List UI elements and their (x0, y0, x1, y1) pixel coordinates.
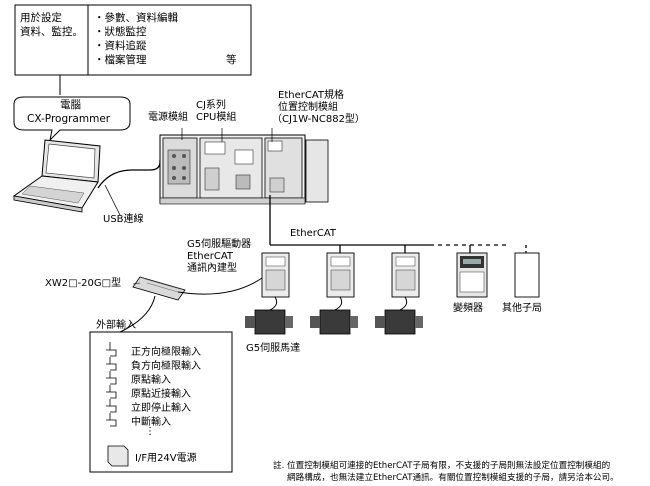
more-inputs-ellipsis: ⋮ (145, 426, 155, 437)
servo-driver-label: G5伺服驅動器 (187, 239, 252, 250)
external-input-item: 立即停止輸入 (131, 403, 191, 414)
power-supply-label: I/F用24V電源 (135, 453, 197, 464)
software-label: CX-Programmer (27, 113, 111, 125)
purpose-title-line2: 資料、監控。 (20, 26, 83, 38)
purpose-item: ・狀態監控 (94, 26, 147, 38)
other-slave (514, 252, 540, 298)
terminal-block-label: XW2□-20G□型 (45, 278, 122, 289)
pcu-model-label: （CJ1W-NC882型） (272, 114, 365, 125)
note-line-2: 網路構成，也無法建立EtherCAT通訊。有關位置控制模組支援的子局，請另洽本公… (287, 473, 619, 483)
inverter (456, 252, 488, 298)
cpu-series-label: CJ系列 (196, 100, 226, 111)
pcu-spec-label: EtherCAT規格 (278, 90, 344, 101)
io-cable (177, 277, 263, 295)
external-input-item: 原點近接輸入 (131, 389, 191, 400)
servo-motor-label: G5伺服馬達 (246, 343, 301, 354)
external-input-box (89, 331, 233, 473)
usb-label: USB連線 (103, 214, 144, 225)
ethercat-network (269, 195, 527, 254)
servo-driver-3 (391, 252, 420, 298)
servo-driver-1 (261, 252, 290, 298)
terminal-block (132, 276, 186, 301)
cpu-module-label: CPU模組 (196, 112, 237, 123)
usb-leader (104, 184, 121, 216)
pc-callout-bubble (13, 96, 131, 142)
ethercat-label: EtherCAT (290, 228, 336, 239)
note-line-1: 註. 位置控制模組可連接的EtherCAT子局有限，不支援的子局則無法設定位置控… (273, 461, 611, 471)
purpose-box (14, 4, 252, 76)
plc-rack (159, 134, 329, 205)
other-slave-label: 其他子局 (502, 303, 542, 314)
purpose-item: ・檔案管理 (94, 54, 147, 66)
servo-motor-3 (375, 296, 423, 335)
driver-ethercat-label: EtherCAT (187, 251, 233, 262)
purpose-title-line1: 用於設定 (20, 12, 62, 24)
driver-builtin-label: 通訊內建型 (187, 263, 237, 274)
servo-motor-1 (245, 296, 293, 335)
pcu-name-label: 位置控制模組 (278, 102, 338, 113)
servo-driver-2 (326, 252, 355, 298)
purpose-item: ・參數、資料編輯 (94, 12, 178, 24)
laptop-icon (12, 139, 101, 213)
external-input-item: 正方向極限輸入 (131, 347, 201, 358)
external-input-item: 原點輸入 (131, 375, 171, 386)
external-input-item: 中斷輸入 (131, 417, 171, 428)
power-module-label: 電源模組 (148, 112, 188, 123)
external-input-item: 負方向極限輸入 (131, 361, 201, 372)
external-input-label: 外部輸入 (96, 320, 136, 331)
inverter-label: 變頻器 (453, 303, 483, 314)
usb-cable (97, 160, 161, 189)
purpose-item: ・資料追蹤 (94, 40, 147, 52)
servo-motor-2 (310, 296, 358, 335)
pc-label: 電腦 (60, 99, 81, 111)
purpose-etc: 等 (226, 54, 237, 66)
